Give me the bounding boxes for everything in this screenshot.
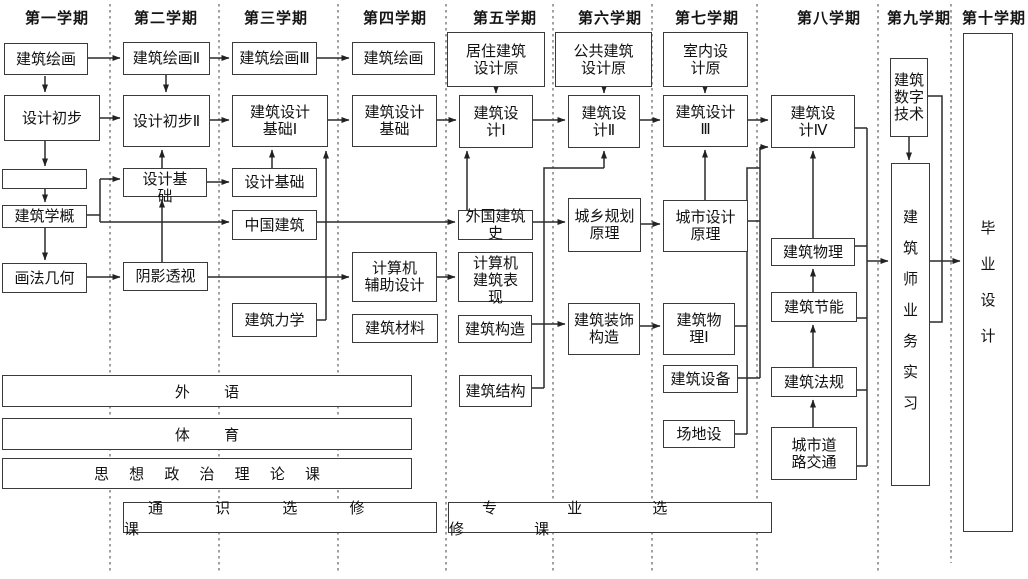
connector-buses xyxy=(87,95,943,467)
course-box-architecture-intro: 建筑学概 xyxy=(2,205,87,228)
course-box-architectural-mechanics: 建筑力学 xyxy=(232,303,317,337)
course-box-urban-road-traffic: 城市道 路交通 xyxy=(771,427,857,480)
course-box-shadow-perspective: 阴影透视 xyxy=(123,262,208,291)
course-box-building-drawing-2: 建筑绘画Ⅱ xyxy=(123,42,210,75)
course-box-design-basis-sem3: 设计基础 xyxy=(232,168,317,197)
course-box-public-building-design-principles: 公共建筑 设计原 xyxy=(555,32,652,87)
course-box-building-materials: 建筑材料 xyxy=(352,314,438,343)
course-box-building-equipment: 建筑设备 xyxy=(663,365,738,393)
semester-header-4: 第四学期 xyxy=(362,10,427,27)
course-box-architectural-design-3: 建筑设计 Ⅲ xyxy=(663,95,748,147)
course-box-design-preliminary-2: 设计初步Ⅱ xyxy=(123,95,210,147)
course-box-residential-design-principles: 居住建筑 设计原 xyxy=(447,32,545,87)
physical-education-bar: 体 育 xyxy=(2,418,412,450)
course-box-building-physics: 建筑物理 xyxy=(771,238,855,266)
semester-header-9: 第九学期 xyxy=(886,10,951,27)
semester-header-6: 第六学期 xyxy=(577,10,642,27)
course-box-chinese-architecture: 中国建筑 xyxy=(232,210,317,240)
ideology-politics-bar: 思 想 政 治 理 论 课 xyxy=(2,458,412,489)
general-electives-bar: 通 识 选 修 课 xyxy=(123,500,437,538)
course-box-building-energy-saving: 建筑节能 xyxy=(771,292,857,322)
course-box-building-construction: 建筑构造 xyxy=(458,315,532,343)
semester-header-3: 第三学期 xyxy=(243,10,308,27)
semester-header-8: 第八学期 xyxy=(796,10,861,27)
course-box-graduation-project: 毕 业 设 计 xyxy=(963,33,1013,532)
course-box-unlabeled xyxy=(2,169,87,189)
semester-header-5: 第五学期 xyxy=(472,10,537,27)
course-box-architectural-design-basis: 建筑设计 基础 xyxy=(352,95,437,147)
course-box-computer-aided-design: 计算机 辅助设计 xyxy=(352,252,437,302)
course-box-foreign-architecture-history: 外国建筑史 xyxy=(458,208,533,242)
semester-divider-lines xyxy=(109,4,952,572)
professional-electives-bar: 专 业 选 修 课 xyxy=(448,500,772,538)
course-box-building-drawing-4: 建筑绘画 xyxy=(352,42,435,75)
dependency-arrows xyxy=(42,55,961,427)
course-box-urban-rural-planning-principles: 城乡规划 原理 xyxy=(568,198,641,252)
course-box-architectural-design-basis-1: 建筑设计 基础Ⅰ xyxy=(232,95,328,147)
course-box-decoration-construction: 建筑装饰 构造 xyxy=(568,303,640,355)
semester-header-7: 第七学期 xyxy=(674,10,739,27)
course-box-building-drawing-1: 建筑绘画 xyxy=(4,43,88,75)
course-box-design-preliminary-1: 设计初步 xyxy=(4,95,100,141)
course-box-architect-practice: 建 筑 师 业 务 实 习 xyxy=(891,163,930,486)
course-box-descriptive-geometry: 画法几何 xyxy=(2,263,87,293)
course-box-interior-design-principles: 室内设 计原 xyxy=(663,32,748,87)
course-box-site-design: 场地设 xyxy=(663,420,735,448)
semester-header-10: 第十学期 xyxy=(961,10,1026,27)
course-box-architectural-design-4: 建筑设 计Ⅳ xyxy=(771,95,855,148)
course-box-architectural-design-2: 建筑设 计Ⅱ xyxy=(568,95,640,148)
course-box-building-drawing-3: 建筑绘画Ⅲ xyxy=(232,42,317,75)
semester-header-2: 第二学期 xyxy=(133,10,198,27)
course-box-building-physics-1: 建筑物 理Ⅰ xyxy=(663,303,735,355)
course-box-building-regulations: 建筑法规 xyxy=(771,367,857,397)
course-box-digital-technology: 建筑 数字 技术 xyxy=(890,58,928,137)
course-box-computer-rendering: 计算机 建筑表 现 xyxy=(458,252,533,306)
semester-header-1: 第一学期 xyxy=(24,10,89,27)
course-box-building-structure: 建筑结构 xyxy=(459,375,532,407)
course-box-urban-design-principles: 城市设计 原理 xyxy=(663,200,748,252)
course-box-design-basis-sem2: 设计基 础 xyxy=(123,168,207,205)
foreign-language-bar: 外 语 xyxy=(2,375,412,407)
course-box-architectural-design-1: 建筑设 计Ⅰ xyxy=(459,95,533,148)
